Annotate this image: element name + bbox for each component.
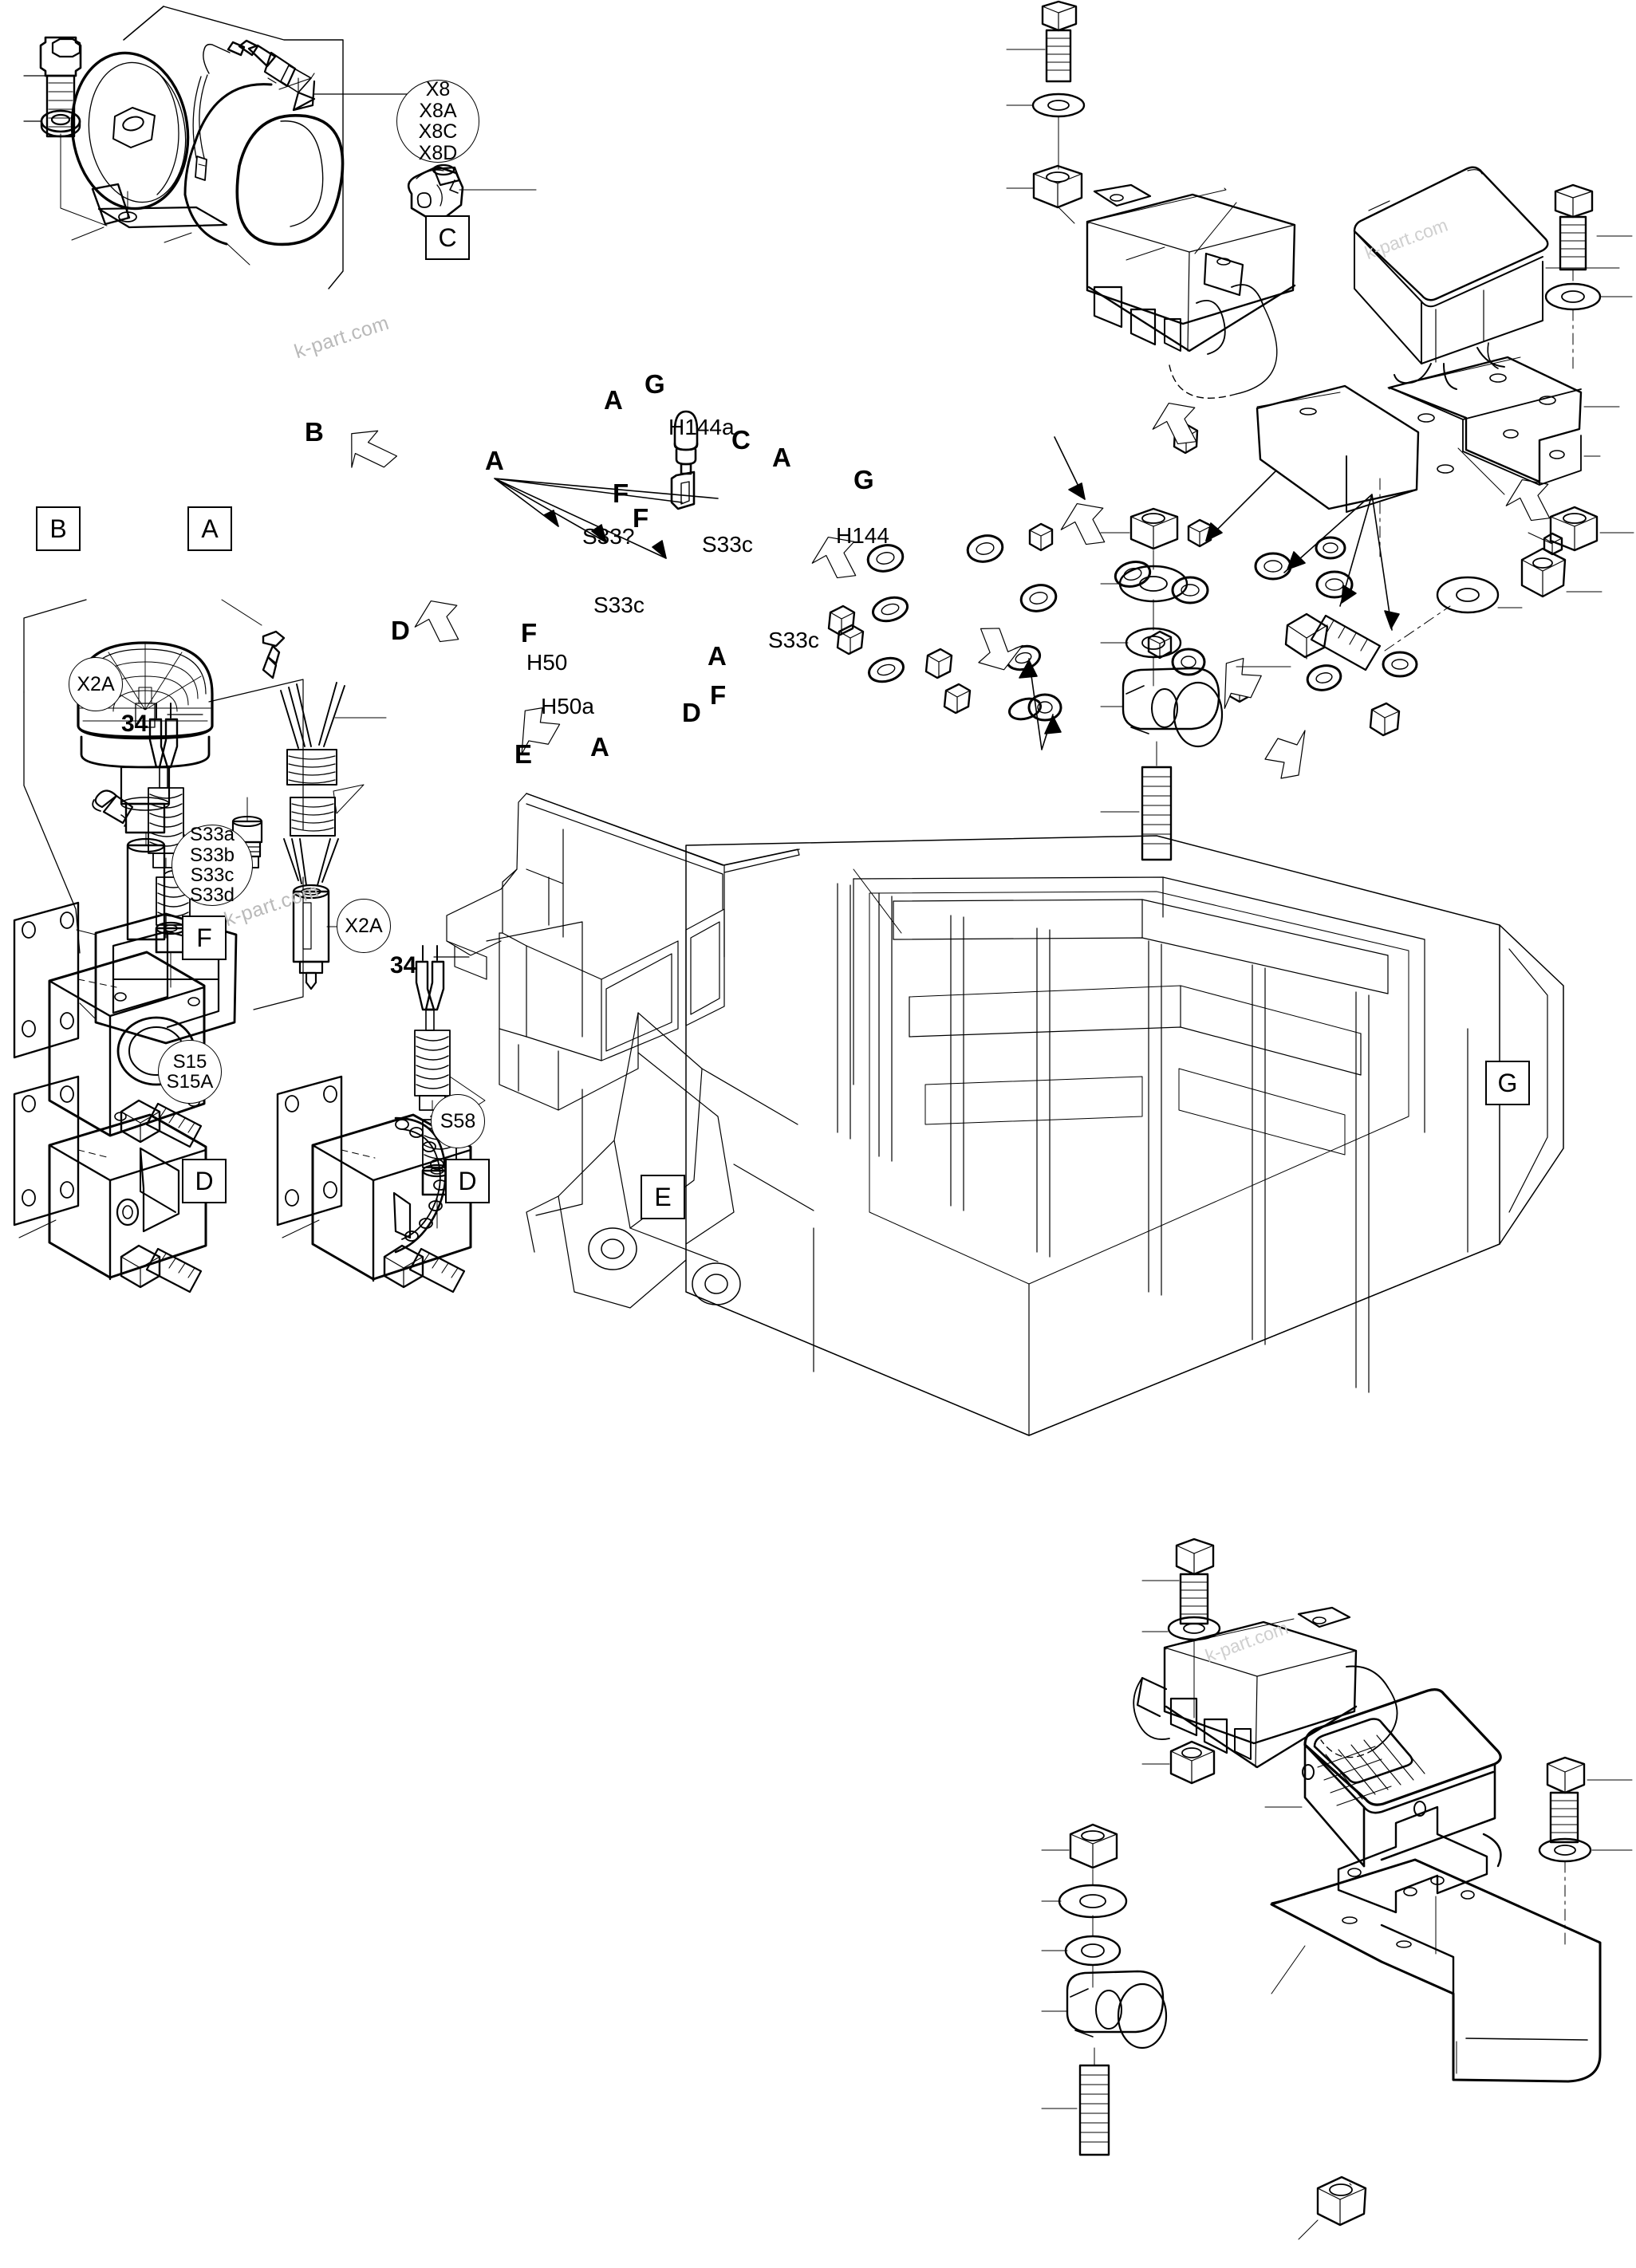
group-g-top-right <box>1006 0 1634 861</box>
section-box-e-right: E <box>641 1175 685 1219</box>
group-leader-lines <box>494 436 1553 934</box>
section-box-d-mid: D <box>445 1159 490 1203</box>
callout-a-1: A <box>485 446 504 475</box>
section-box-g-right: G <box>1485 1061 1530 1105</box>
callout-a-5: A <box>590 732 609 762</box>
callout-34-mid: 34 <box>390 952 417 978</box>
callout-s33c-1: S33c <box>702 532 753 557</box>
section-box-b-top: B <box>36 506 81 551</box>
section-box-f-left: F <box>182 915 227 960</box>
section-box-a-top: A <box>187 506 232 551</box>
callout-f-2: F <box>633 503 649 533</box>
callout-s33-query: S33? <box>582 524 635 549</box>
callout-34-left: 34 <box>121 711 148 737</box>
group-d-switch-left <box>13 1075 207 1293</box>
group-horn-top-left <box>23 6 412 289</box>
callout-h144a: H144a <box>668 415 735 439</box>
callout-g-1: G <box>645 369 665 399</box>
section-box-c-top: C <box>425 215 470 260</box>
circle-label-s58: S58 <box>431 1094 485 1148</box>
group-d-switch-mid <box>276 921 583 1293</box>
circle-label-x2a-mid: X2A <box>337 899 391 953</box>
callout-s33c-2: S33c <box>593 593 645 617</box>
callout-a-4: A <box>708 641 727 671</box>
callout-d-1: D <box>391 616 410 645</box>
group-machine-center <box>446 793 1564 1436</box>
callout-d-2: D <box>682 698 701 727</box>
callout-a-3: A <box>772 443 791 472</box>
callout-f-3: F <box>521 618 538 648</box>
callout-s33c-3: S33c <box>768 628 819 652</box>
group-c-fitting <box>407 163 537 219</box>
callout-e-machine: E <box>514 739 533 769</box>
callout-f-4: F <box>710 680 727 710</box>
section-box-d-left: D <box>182 1159 227 1203</box>
circle-label-x2a-left: X2A <box>69 657 123 711</box>
group-e-worklight <box>1041 1538 1633 2240</box>
callout-c-machine: C <box>731 425 751 455</box>
callout-f-1: F <box>613 478 629 508</box>
callout-b-machine: B <box>305 417 324 447</box>
group-open-arrows <box>351 402 1551 779</box>
callout-g-2: G <box>853 465 874 494</box>
callout-h144: H144 <box>836 523 889 548</box>
callout-h50a: H50a <box>541 694 594 719</box>
callout-a-2: A <box>604 385 623 415</box>
callout-h50: H50 <box>526 650 568 675</box>
group-machine-hardware <box>670 410 1563 737</box>
